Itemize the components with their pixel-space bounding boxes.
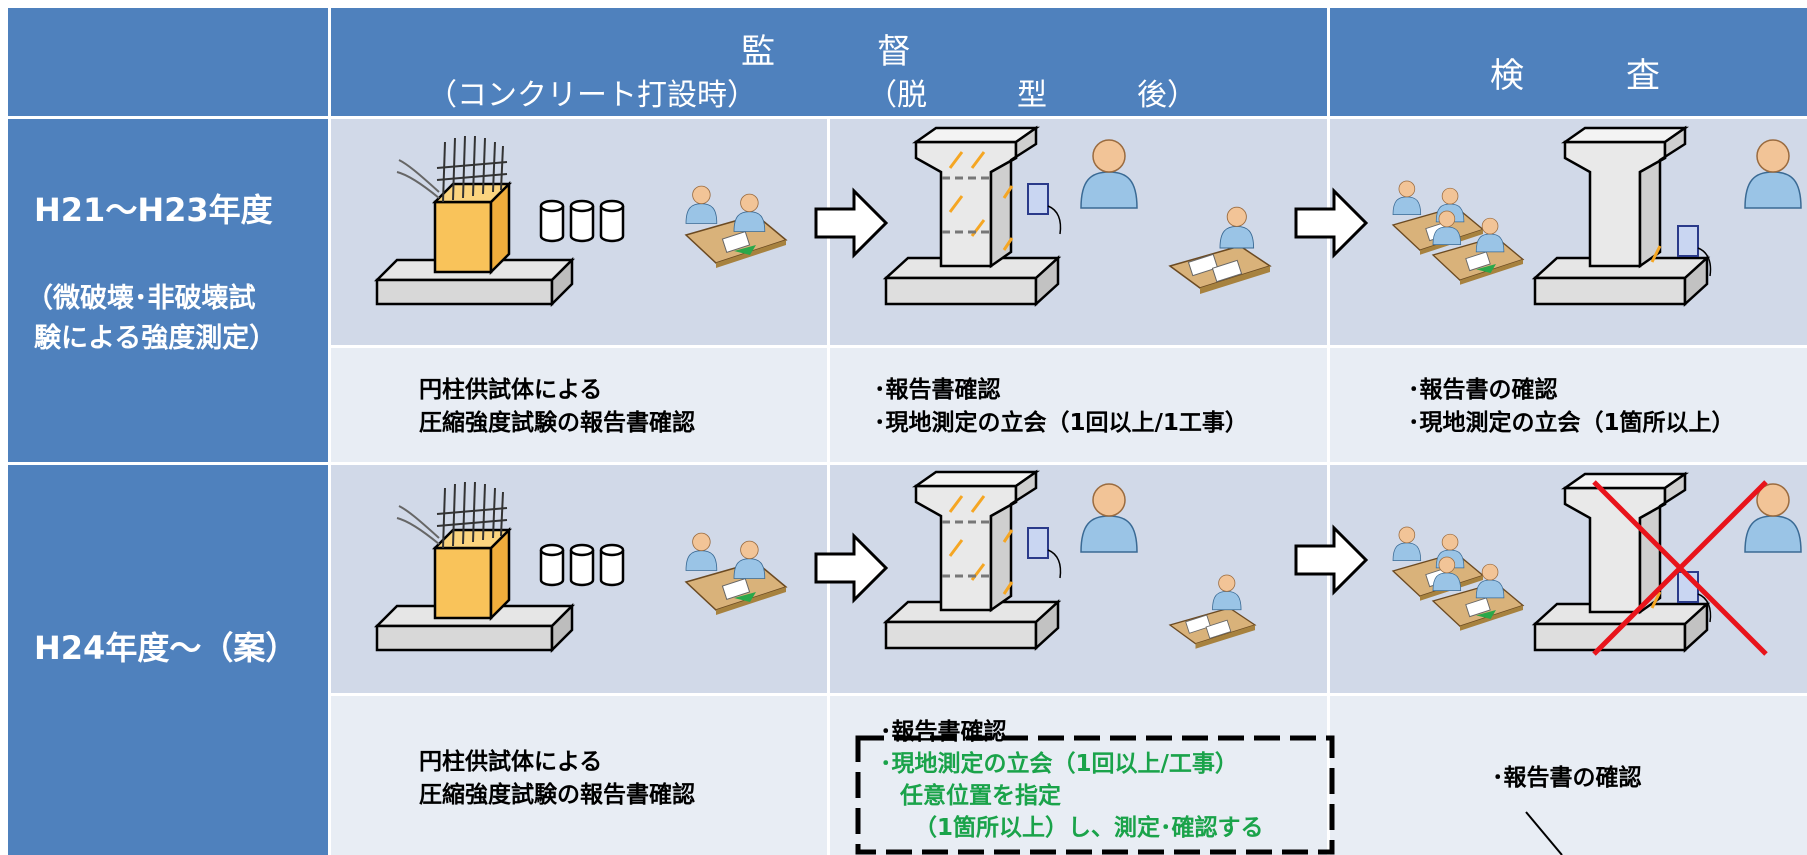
row2-inspection-mark-icon <box>1650 591 1662 609</box>
inspection-title: 検 査 <box>1490 56 1660 96</box>
highlight-dashed-box <box>855 735 1335 855</box>
row2-inspector-icon <box>1080 483 1138 553</box>
row1-arrow-icon <box>814 189 888 257</box>
row1-inspection-pier-icon <box>1533 126 1709 306</box>
row2-col2-green-line3: （1箇所以上）し、測定･確認する <box>914 815 1264 841</box>
row2-meter-icon <box>1027 527 1062 579</box>
row2-pier-icon <box>884 470 1060 650</box>
row2-col2-green-line1: ･現地測定の立会（1回以上/工事） <box>880 751 1238 777</box>
row2-col3-line1: ･報告書の確認 <box>1492 765 1642 791</box>
row1-test-cylinders-icon <box>539 199 625 243</box>
row1-arrow2-icon <box>1294 189 1368 257</box>
row1-period-label: H21～H23年度 <box>34 191 273 229</box>
row2-desk-worker-icon <box>1170 575 1255 649</box>
row2-arrow-icon <box>814 534 888 602</box>
row2-pier-dash-icon <box>942 520 990 578</box>
row2-col1-line2: 圧縮強度試験の報告書確認 <box>419 782 695 808</box>
row1-note-line2: 験による強度測定） <box>34 323 277 354</box>
row1-meeting-icon <box>686 186 786 268</box>
row2-casting-text: 円柱供試体による 圧縮強度試験の報告書確認 <box>331 696 827 855</box>
row2-demolding-text: ･報告書確認 ･現地測定の立会（1回以上/工事） 任意位置を指定 （1箇所以上）… <box>830 696 1327 855</box>
row2-inspection-meeting-icon <box>1393 527 1523 631</box>
supervision-subtitle-demolding: （脱 型 後） <box>867 78 1197 113</box>
row2-period-label: H24年度～（案） <box>34 629 298 667</box>
row1-inspection-text: ･報告書の確認 ･現地測定の立会（1箇所以上） <box>1330 348 1807 462</box>
row1-inspector-icon <box>1080 139 1138 209</box>
row1-note-line1: （微破壊･非破壊試 <box>26 283 256 314</box>
callout-line-icon <box>1525 811 1563 855</box>
row1-pier-dash-icon <box>942 176 990 234</box>
row1-col3-line1: ･報告書の確認 <box>1408 377 1558 403</box>
row1-casting-text: 円柱供試体による 圧縮強度試験の報告書確認 <box>331 348 827 462</box>
row1-col1-line1: 円柱供試体による <box>419 377 603 403</box>
row1-inspection-mark-icon <box>1650 245 1662 263</box>
row2-col1-line1: 円柱供試体による <box>419 749 603 775</box>
row1-inspection-meeting-icon <box>1393 181 1523 285</box>
header-corner <box>8 8 328 116</box>
row1-desk-worker-icon <box>1170 207 1270 294</box>
row2-demolding-picture <box>830 465 1327 693</box>
row2-col2-line1: ･報告書確認 <box>880 719 1007 745</box>
row1-label-cell: H21～H23年度 （微破壊･非破壊試 験による強度測定） <box>8 119 328 462</box>
row2-arrow2-icon <box>1294 526 1368 594</box>
row1-col1-line2: 圧縮強度試験の報告書確認 <box>419 410 695 436</box>
row1-col3-line2: ･現地測定の立会（1箇所以上） <box>1408 410 1735 436</box>
row2-test-cylinders-icon <box>539 543 625 587</box>
supervision-title: 監 督 <box>741 32 911 72</box>
row1-inspection-person-icon <box>1744 139 1802 209</box>
header-inspection: 検 査 <box>1330 8 1807 116</box>
row2-col2-green-line2: 任意位置を指定 <box>900 783 1061 809</box>
row2-inspection-text: ･報告書の確認 <box>1330 696 1807 855</box>
row1-col2-line1: ･報告書確認 <box>874 377 1001 403</box>
row1-pier-icon <box>884 126 1060 306</box>
row1-demolding-text: ･報告書確認 ･現地測定の立会（1回以上/1工事） <box>830 348 1327 462</box>
row1-meter-icon <box>1027 183 1062 235</box>
cross-out-icon <box>1592 480 1768 656</box>
supervision-subtitle-casting: （コンクリート打設時） <box>427 78 757 113</box>
row1-col2-line2: ･現地測定の立会（1回以上/1工事） <box>874 410 1248 436</box>
row2-label-cell: H24年度～（案） <box>8 465 328 855</box>
row2-meeting-icon <box>686 533 786 615</box>
header-supervision: 監 督 （コンクリート打設時） （脱 型 後） <box>331 8 1327 116</box>
